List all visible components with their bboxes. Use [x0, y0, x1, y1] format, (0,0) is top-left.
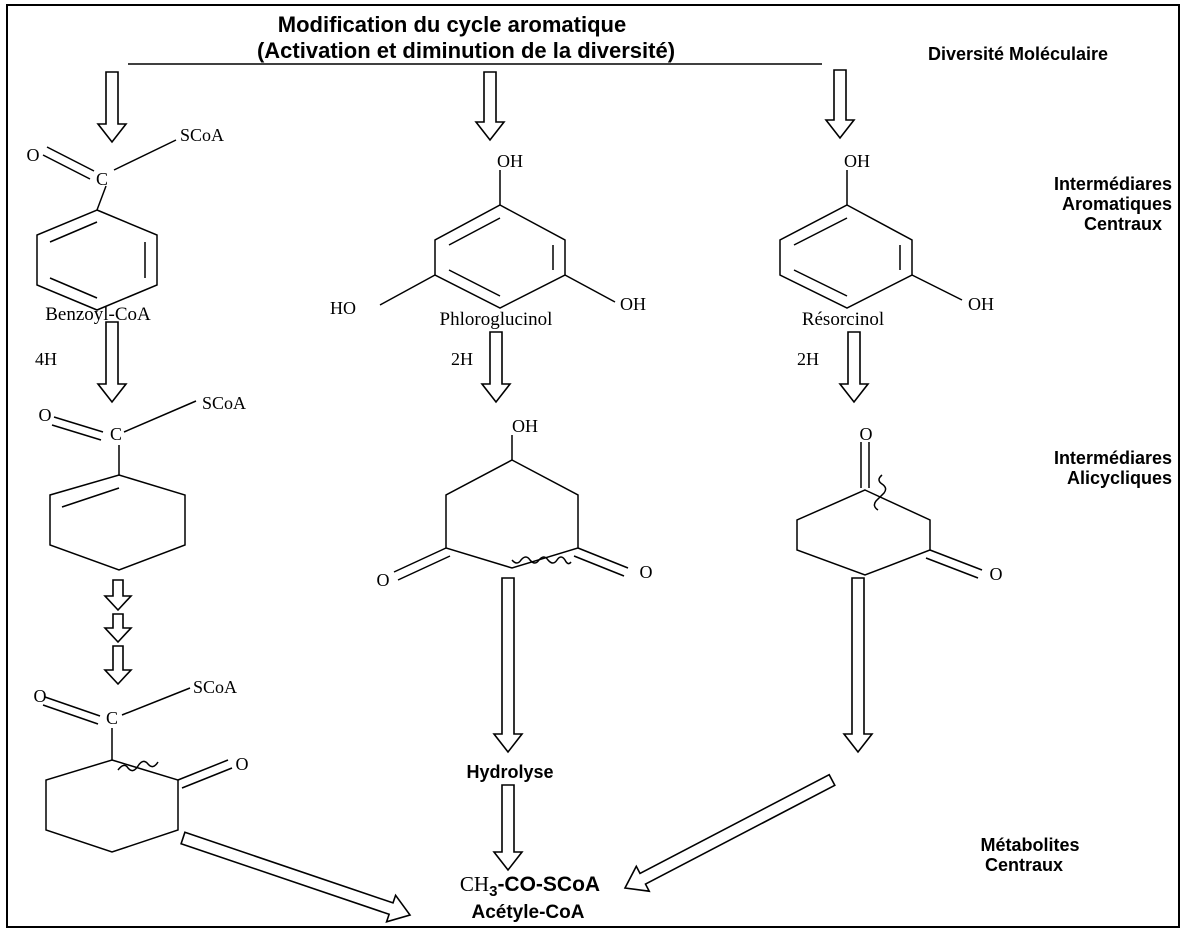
phloro-2h-label: 2H: [451, 349, 473, 369]
arrow-to-phloroglucinol: [474, 71, 506, 142]
title-line-2: (Activation et diminution de la diversit…: [257, 38, 675, 63]
arrow-phloro-to-reduced: [480, 331, 512, 404]
cyclohexene-carbonyl-o: O: [39, 405, 52, 425]
cyclohexene-scoa: SCoA: [202, 393, 246, 413]
reduced-phloroglucinol-structure: [393, 435, 629, 581]
arrow-to-resorcinol: [824, 69, 856, 140]
acetyl-coa-name: Acétyle-CoA: [472, 902, 585, 923]
resorc-2h-label: 2H: [797, 349, 819, 369]
arrow-small-2: [103, 613, 133, 644]
alicyclic-intermediates-label: Intermédiares Alicycliques: [1054, 448, 1172, 488]
keto-carbonyl-o: O: [34, 686, 47, 706]
reduced-resorcinol-structure: [796, 442, 983, 579]
arrow-reduced-resorc-down: [842, 577, 874, 754]
reduced-phloro-o-right: O: [640, 562, 653, 582]
benzoyl-4h-label: 4H: [35, 349, 57, 369]
resorcinol-name: Résorcinol: [802, 309, 884, 330]
svg-text:Métabolites: Métabolites: [980, 835, 1079, 855]
arrow-to-benzoyl: [96, 71, 128, 144]
arrow-diagonal-right: [623, 773, 836, 893]
benzoyl-carbonyl-o: O: [27, 145, 40, 165]
phloro-oh-right: OH: [620, 294, 646, 314]
reduced-phloro-o-left: O: [377, 570, 390, 590]
reaction-arrows: [96, 69, 874, 923]
arrow-reduced-to-hydrolyse: [492, 577, 524, 754]
keto-ring-o: O: [236, 754, 249, 774]
phloroglucinol-name: Phloroglucinol: [440, 309, 553, 330]
arrow-resorc-to-reduced: [838, 331, 870, 404]
resorc-oh-top: OH: [844, 151, 870, 171]
arrow-small-1: [103, 579, 133, 612]
phloro-oh-top: OH: [497, 151, 523, 171]
phloroglucinol-structure: [379, 170, 616, 309]
benzoyl-coa-structure: [36, 139, 177, 311]
aromatic-intermediates-label: Intermédiares Aromatiques Centraux: [1054, 174, 1172, 234]
phloro-ho-left: HO: [330, 298, 356, 318]
svg-text:Alicycliques: Alicycliques: [1067, 468, 1172, 488]
ketocyclohexane-coa-structure: [42, 687, 233, 853]
svg-text:Aromatiques: Aromatiques: [1062, 194, 1172, 214]
acetyl-coa-formula: CH3-CO-SCoA: [460, 872, 600, 900]
resorcinol-structure: [779, 170, 963, 309]
title-line-1: Modification du cycle aromatique: [278, 12, 626, 37]
benzoyl-carbonyl-c: C: [96, 169, 108, 189]
resorc-oh-right: OH: [968, 294, 994, 314]
reduced-phloro-oh: OH: [512, 416, 538, 436]
svg-text:Centraux: Centraux: [985, 855, 1063, 875]
diagram-frame: [6, 4, 1180, 928]
cyclohexene-coa-structure: [49, 400, 197, 571]
svg-text:Intermédiares: Intermédiares: [1054, 174, 1172, 194]
reduced-resorc-o-right: O: [990, 564, 1003, 584]
keto-scoa: SCoA: [193, 677, 237, 697]
reduced-resorc-o-top: O: [860, 424, 873, 444]
central-metabolites-label: Métabolites Centraux: [980, 835, 1079, 875]
keto-carbonyl-c: C: [106, 708, 118, 728]
arrow-benzoyl-to-cyclohexene: [96, 321, 128, 404]
arrow-diagonal-left: [180, 831, 412, 923]
benzoyl-scoa: SCoA: [180, 125, 224, 145]
hydrolyse-label: Hydrolyse: [466, 762, 553, 782]
diversity-label: Diversité Moléculaire: [928, 44, 1108, 64]
arrow-hydrolyse-to-product: [492, 784, 524, 872]
cyclohexene-carbonyl-c: C: [110, 424, 122, 444]
benzoyl-coa-name: Benzoyl-CoA: [45, 304, 151, 325]
arrow-small-3: [103, 645, 133, 686]
svg-text:Intermédiares: Intermédiares: [1054, 448, 1172, 468]
svg-text:Centraux: Centraux: [1084, 214, 1162, 234]
